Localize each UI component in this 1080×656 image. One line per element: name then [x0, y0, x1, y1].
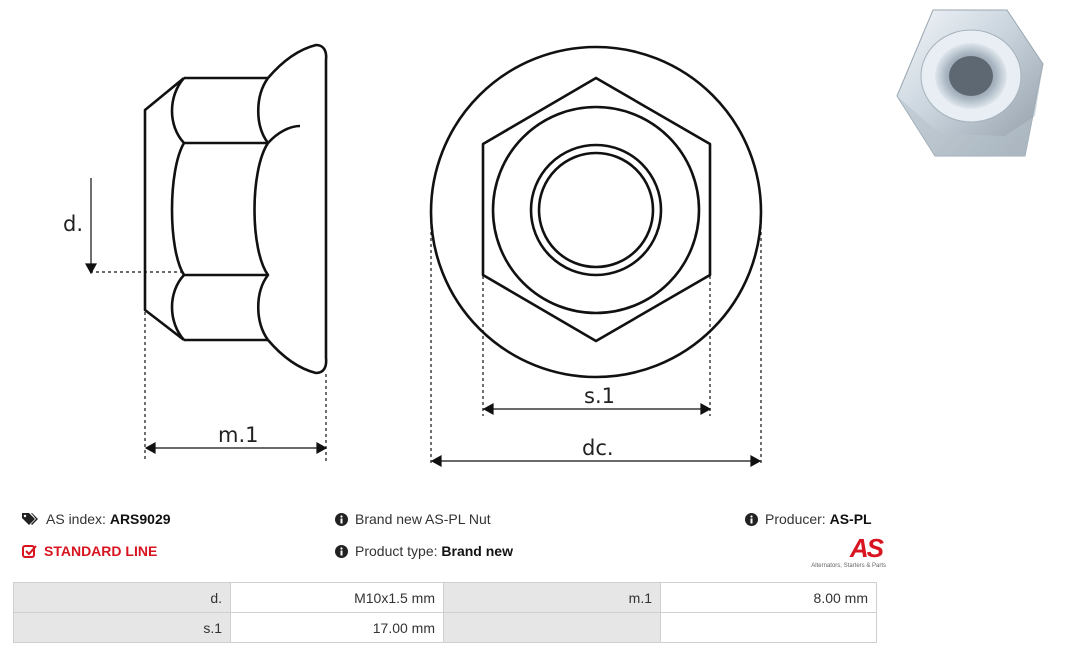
product-photo: [896, 9, 1044, 157]
spec-value: 17.00 mm: [230, 612, 444, 643]
product-type-label: Product type:: [355, 543, 438, 559]
spec-label: d.: [13, 582, 231, 613]
table-row: s.1 17.00 mm: [13, 612, 877, 643]
spec-value: 8.00 mm: [660, 582, 877, 613]
spec-value: M10x1.5 mm: [230, 582, 444, 613]
producer-value: AS-PL: [829, 511, 872, 527]
logo-mark: AS: [849, 533, 884, 563]
as-index-value: ARS9029: [109, 511, 171, 527]
product-description: Brand new AS-PL Nut: [335, 511, 491, 527]
dim-label-m1: m.1: [218, 423, 259, 447]
as-pl-logo: AS Alternators, Starters & Parts: [790, 535, 886, 571]
checkbox-icon: [22, 545, 37, 558]
nut-front-view: [429, 45, 763, 379]
description-text: Brand new AS-PL Nut: [355, 511, 491, 527]
standard-line-label: STANDARD LINE: [44, 543, 158, 559]
info-icon: [335, 512, 348, 526]
spec-label: [443, 612, 661, 643]
spec-label: s.1: [13, 612, 231, 643]
info-icon: [745, 512, 758, 526]
spec-table: d. M10x1.5 mm m.1 8.00 mm s.1 17.00 mm: [13, 582, 877, 643]
dim-label-s1: s.1: [584, 384, 615, 408]
standard-line-badge: STANDARD LINE: [22, 543, 157, 559]
nut-side-view: [143, 43, 328, 375]
as-index-label: AS index:: [46, 511, 106, 527]
product-type: Product type: Brand new: [335, 543, 513, 559]
spec-value: [660, 612, 877, 643]
technical-drawing: d. m.1 s.1 dc.: [63, 43, 763, 468]
dim-label-dc: dc.: [582, 436, 614, 460]
producer: Producer: AS-PL: [745, 511, 872, 527]
as-index: AS index: ARS9029: [22, 511, 171, 527]
product-type-value: Brand new: [441, 543, 513, 559]
producer-label: Producer:: [765, 511, 826, 527]
info-icon: [335, 544, 348, 558]
table-row: d. M10x1.5 mm m.1 8.00 mm: [13, 582, 877, 613]
dim-label-d: d.: [63, 212, 83, 236]
spec-label: m.1: [443, 582, 661, 613]
logo-tagline: Alternators, Starters & Parts: [811, 563, 886, 569]
tags-icon: [22, 512, 38, 525]
